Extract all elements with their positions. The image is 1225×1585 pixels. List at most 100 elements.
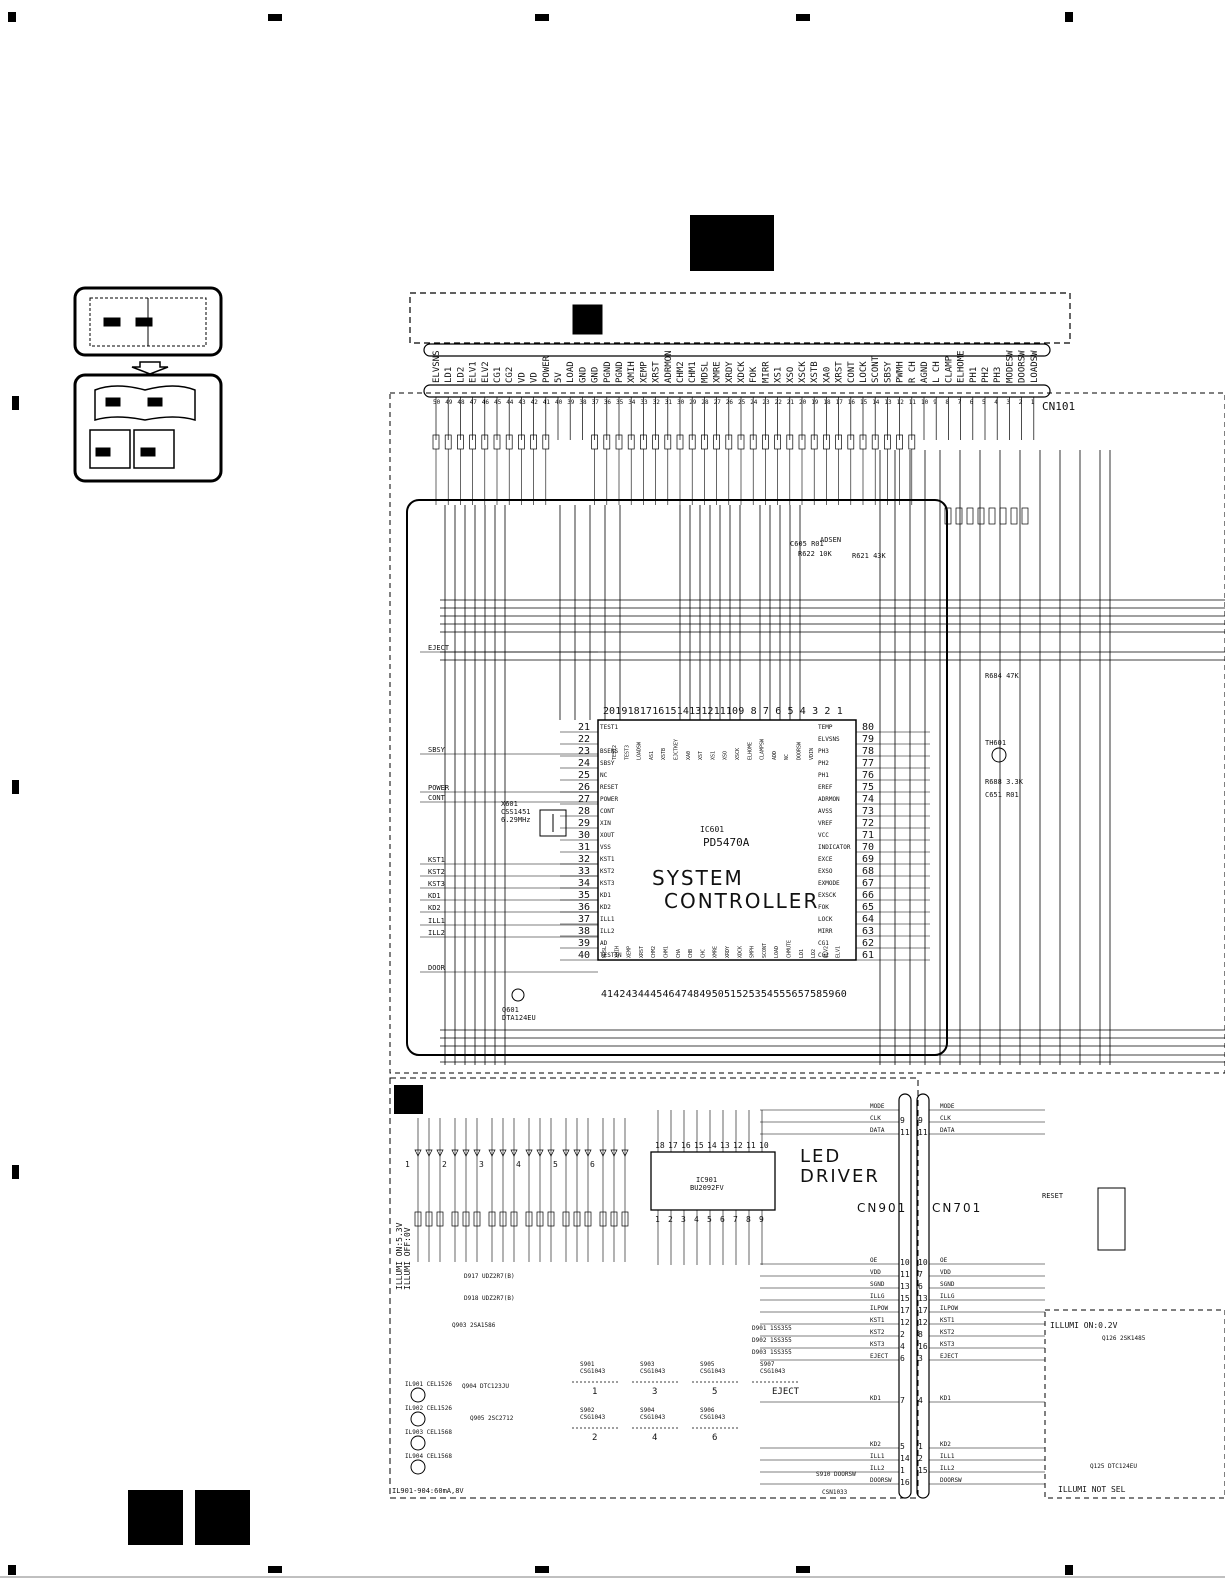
cn901-pin-number: 10 [900, 1258, 910, 1267]
ic601-pin-name: MIRR [818, 928, 833, 935]
ic601-pin-number: 65 [862, 902, 874, 913]
ic601-pin-name: XSO [723, 751, 729, 760]
transistor-label: Q125 DTC124EU [1090, 1463, 1137, 1470]
cn701-pin-number: 4 [918, 1396, 923, 1405]
ic601-pin-name: KD2 [600, 904, 611, 911]
cn101-pin-number: 22 [775, 399, 783, 406]
led-group-number: 2 [442, 1160, 447, 1169]
ic601-pin-number: 28 [578, 806, 590, 817]
cn901-pin-number: 6 [900, 1354, 905, 1363]
lamp-label: IL901 CEL1526 [405, 1381, 452, 1388]
ic601-pin-name: XSTB [661, 748, 667, 760]
switch-ref: S902 [580, 1407, 595, 1414]
cn701-pin-number: 10 [918, 1258, 928, 1267]
switch-label: EJECT [772, 1387, 800, 1397]
cn901-cn701-connector [898, 1093, 930, 1499]
ic901-part: BU2092FV [690, 1184, 725, 1192]
cn101-pin-number: 11 [909, 399, 917, 406]
ic601-pin-name: VDIN [809, 748, 815, 760]
diode-label: D901 1SS355 [752, 1325, 792, 1332]
switch-label: 4 [652, 1433, 657, 1443]
cn101-pin-name: XSCK [798, 361, 808, 383]
cn901-signal-label: DATA [870, 1127, 885, 1134]
cn101-pin-number: 19 [811, 399, 819, 406]
transistor-label: Q903 2SA1586 [452, 1322, 496, 1329]
side-signal-label: KST2 [428, 868, 445, 876]
cn901-signal-label: ILL2 [870, 1465, 885, 1472]
cn701-pin-number: 3 [918, 1354, 923, 1363]
ic601-pin-number: 15 [665, 706, 677, 717]
led-group-number: 3 [479, 1160, 484, 1169]
switch-label: 6 [712, 1433, 717, 1443]
cn701-pin-number: 11 [918, 1128, 928, 1137]
diode-label: D902 1SS355 [752, 1337, 792, 1344]
illum-right-bottom: ILLUMI NOT SEL [1058, 1485, 1126, 1494]
ic601-pin-number: 42 [613, 989, 625, 1000]
ic601-pin-name: CG1 [818, 940, 829, 947]
reset-label: RESET [1042, 1192, 1064, 1200]
ic601-pin-number: 9 [738, 706, 744, 717]
switch-part: CSG1043 [700, 1414, 726, 1421]
cn101-pin-number: 16 [848, 399, 856, 406]
diode-labels: D917 UDZ2R7(B)D918 UDZ2R7(B)D901 1SS355D… [464, 1273, 792, 1356]
ic601-pin-number: 14 [677, 706, 689, 717]
cn701-signal-label: MODE [940, 1103, 955, 1110]
cn101-pin-name: CG1 [493, 367, 503, 383]
cn101-pin-name: XSTB [810, 361, 820, 383]
ic601-pin-number: 27 [578, 794, 590, 805]
switch-part: CSG1043 [700, 1368, 726, 1375]
cn101-pin-number: 17 [836, 399, 844, 406]
cn901-pin-number: 14 [900, 1454, 910, 1463]
bus-lines [440, 450, 1225, 1065]
ic601-pin-number: 34 [578, 878, 590, 889]
lamp-label: IL902 CEL1526 [405, 1405, 452, 1412]
cn101-pin-number: 35 [616, 399, 624, 406]
cn101-pin-number: 38 [579, 399, 587, 406]
cn101-pin-name: XSO [786, 367, 796, 383]
ic901-pin-number: 5 [707, 1215, 712, 1224]
ic601-pin-name: TEMP [818, 724, 833, 731]
transistor-label: Q126 2SK1485 [1102, 1335, 1146, 1342]
ic601-pin-name: EREF [818, 784, 833, 791]
ic601-pin-name: CHB [688, 949, 694, 958]
cn101-pin-name: PWMH [896, 361, 906, 383]
ic601-pin-number: 19 [615, 706, 627, 717]
cn101-pin-number: 4 [994, 399, 998, 406]
lamp-label: IL903 CEL1568 [405, 1429, 452, 1436]
cn101-pin-number: 28 [701, 399, 709, 406]
ic601-pin-number: 40 [578, 950, 590, 961]
resistor [988, 507, 996, 525]
cn101-pin-number: 33 [640, 399, 648, 406]
ic601-pin-number: 75 [862, 782, 874, 793]
cn701-signal-label: KST3 [940, 1341, 955, 1348]
cn901-signal-label: ILPOW [870, 1305, 888, 1312]
side-signal-label: KD2 [428, 904, 441, 912]
cn101-pin-name: DOORSW [1018, 350, 1028, 383]
ic601-pin-name: TESTIN [600, 952, 622, 959]
ic601-pin-name: CHM2 [651, 946, 657, 958]
ic601-pin-number: 31 [578, 842, 590, 853]
cn901-pin-number: 15 [900, 1294, 910, 1303]
adsen-label: ADSEN [820, 536, 841, 544]
ic601-pin-name: LOADSW [637, 741, 643, 760]
display-board-outline [389, 1077, 919, 1499]
ic601-pin-name: INDICATOR [818, 844, 851, 851]
ic901-pin-number: 17 [668, 1141, 678, 1150]
ic901-led-driver: IC901 BU2092FV LED DRIVER [650, 1146, 878, 1211]
cn101-pin-name: LOADSW [1030, 350, 1040, 383]
cn101-pin-number: 10 [921, 399, 929, 406]
cn101-pin-name: PH1 [969, 367, 979, 383]
cn901-pin-number: 12 [900, 1318, 910, 1327]
ic901-pin-number: 10 [759, 1141, 769, 1150]
cn701-signal-label: OE [940, 1257, 948, 1264]
cn101-pin-number: 13 [884, 399, 892, 406]
ic601-pin-number: 63 [862, 926, 874, 937]
cn901-signal-label: KST3 [870, 1341, 885, 1348]
ic601-pin-number: 64 [862, 914, 874, 925]
resistor [966, 507, 974, 525]
cn901-signal-label: DOORSW [870, 1477, 892, 1484]
switch-ref: S903 [640, 1361, 655, 1368]
ic601-pin-number: 68 [862, 866, 874, 877]
cn701-signal-label: ILL2 [940, 1465, 955, 1472]
ic601-pin-name: VSS [600, 844, 611, 851]
